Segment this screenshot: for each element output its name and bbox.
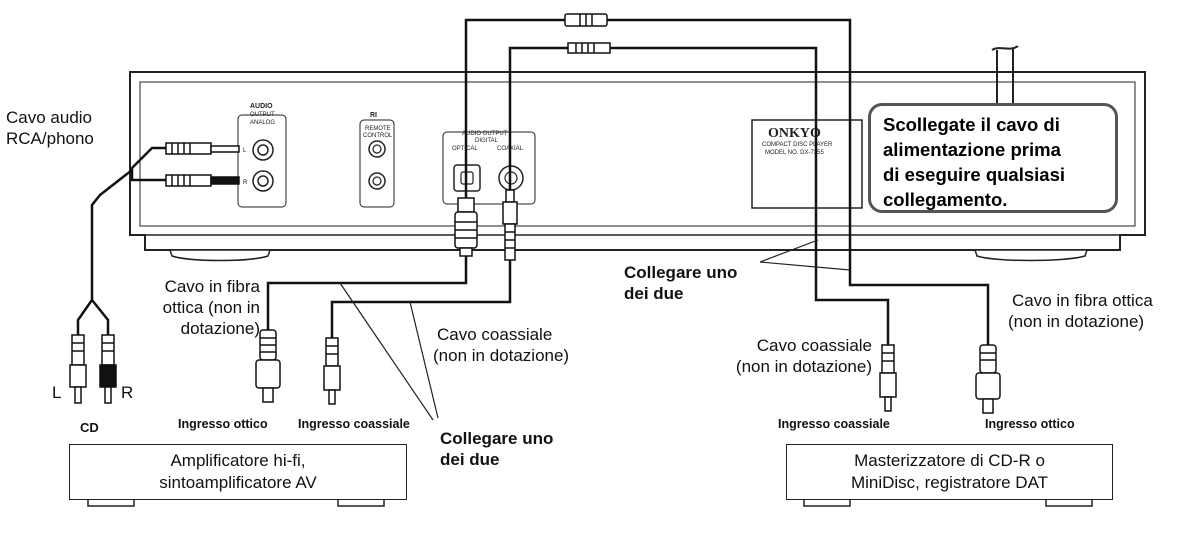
analog-output-section: AUDIO OUTPUT ANALOG L R xyxy=(237,103,287,208)
coax-cable-right-label: Cavo coassiale(non in dotazione) xyxy=(735,336,872,376)
svg-text:COMPACT DISC PLAYER: COMPACT DISC PLAYER xyxy=(762,142,833,148)
pointer-lines xyxy=(339,239,851,421)
svg-text:REMOTE: REMOTE xyxy=(365,126,391,132)
svg-text:L: L xyxy=(243,148,247,154)
cd-l-label: L xyxy=(52,383,62,402)
optical-cable-right-label: Cavo in fibra ottica(non in dotazione) xyxy=(1008,291,1153,331)
cables xyxy=(76,18,990,345)
svg-text:AUDIO OUTPUT: AUDIO OUTPUT xyxy=(462,131,508,137)
model-label-plate: ONKYO COMPACT DISC PLAYER MODEL NO. DX-7… xyxy=(751,119,863,209)
svg-text:ONKYO: ONKYO xyxy=(768,126,821,141)
digital-output-section: AUDIO OUTPUT DIGITAL OPTICAL COAXIAL xyxy=(442,131,536,205)
svg-text:MODEL NO. DX-7355: MODEL NO. DX-7355 xyxy=(765,150,824,156)
coax-cable-left-label: Cavo coassiale(non in dotazione) xyxy=(433,325,570,365)
panel-plugs xyxy=(165,13,611,261)
input-coax-right: Ingresso coassiale xyxy=(778,417,890,431)
power-cord xyxy=(991,45,1019,104)
svg-text:RI: RI xyxy=(370,112,377,119)
ri-section: RI REMOTE CONTROL xyxy=(359,112,395,208)
cd-r-label: R xyxy=(121,383,134,402)
end-plugs xyxy=(69,329,1001,414)
input-optical-left: Ingresso ottico xyxy=(178,417,268,431)
amplifier-box: Amplificatore hi-fi,sintoamplificatore A… xyxy=(69,444,407,500)
input-coax-left: Ingresso coassiale xyxy=(298,417,410,431)
svg-text:R: R xyxy=(243,180,248,186)
svg-text:ANALOG: ANALOG xyxy=(250,120,275,126)
svg-text:AUDIO: AUDIO xyxy=(250,103,273,110)
svg-text:CONTROL: CONTROL xyxy=(363,133,393,139)
svg-text:OUTPUT: OUTPUT xyxy=(250,112,275,118)
svg-text:DIGITAL: DIGITAL xyxy=(475,138,499,144)
warning-box: Scollegate il cavo di alimentazione prim… xyxy=(868,103,1118,213)
cd-label: CD xyxy=(80,420,99,435)
input-optical-right: Ingresso ottico xyxy=(985,417,1075,431)
